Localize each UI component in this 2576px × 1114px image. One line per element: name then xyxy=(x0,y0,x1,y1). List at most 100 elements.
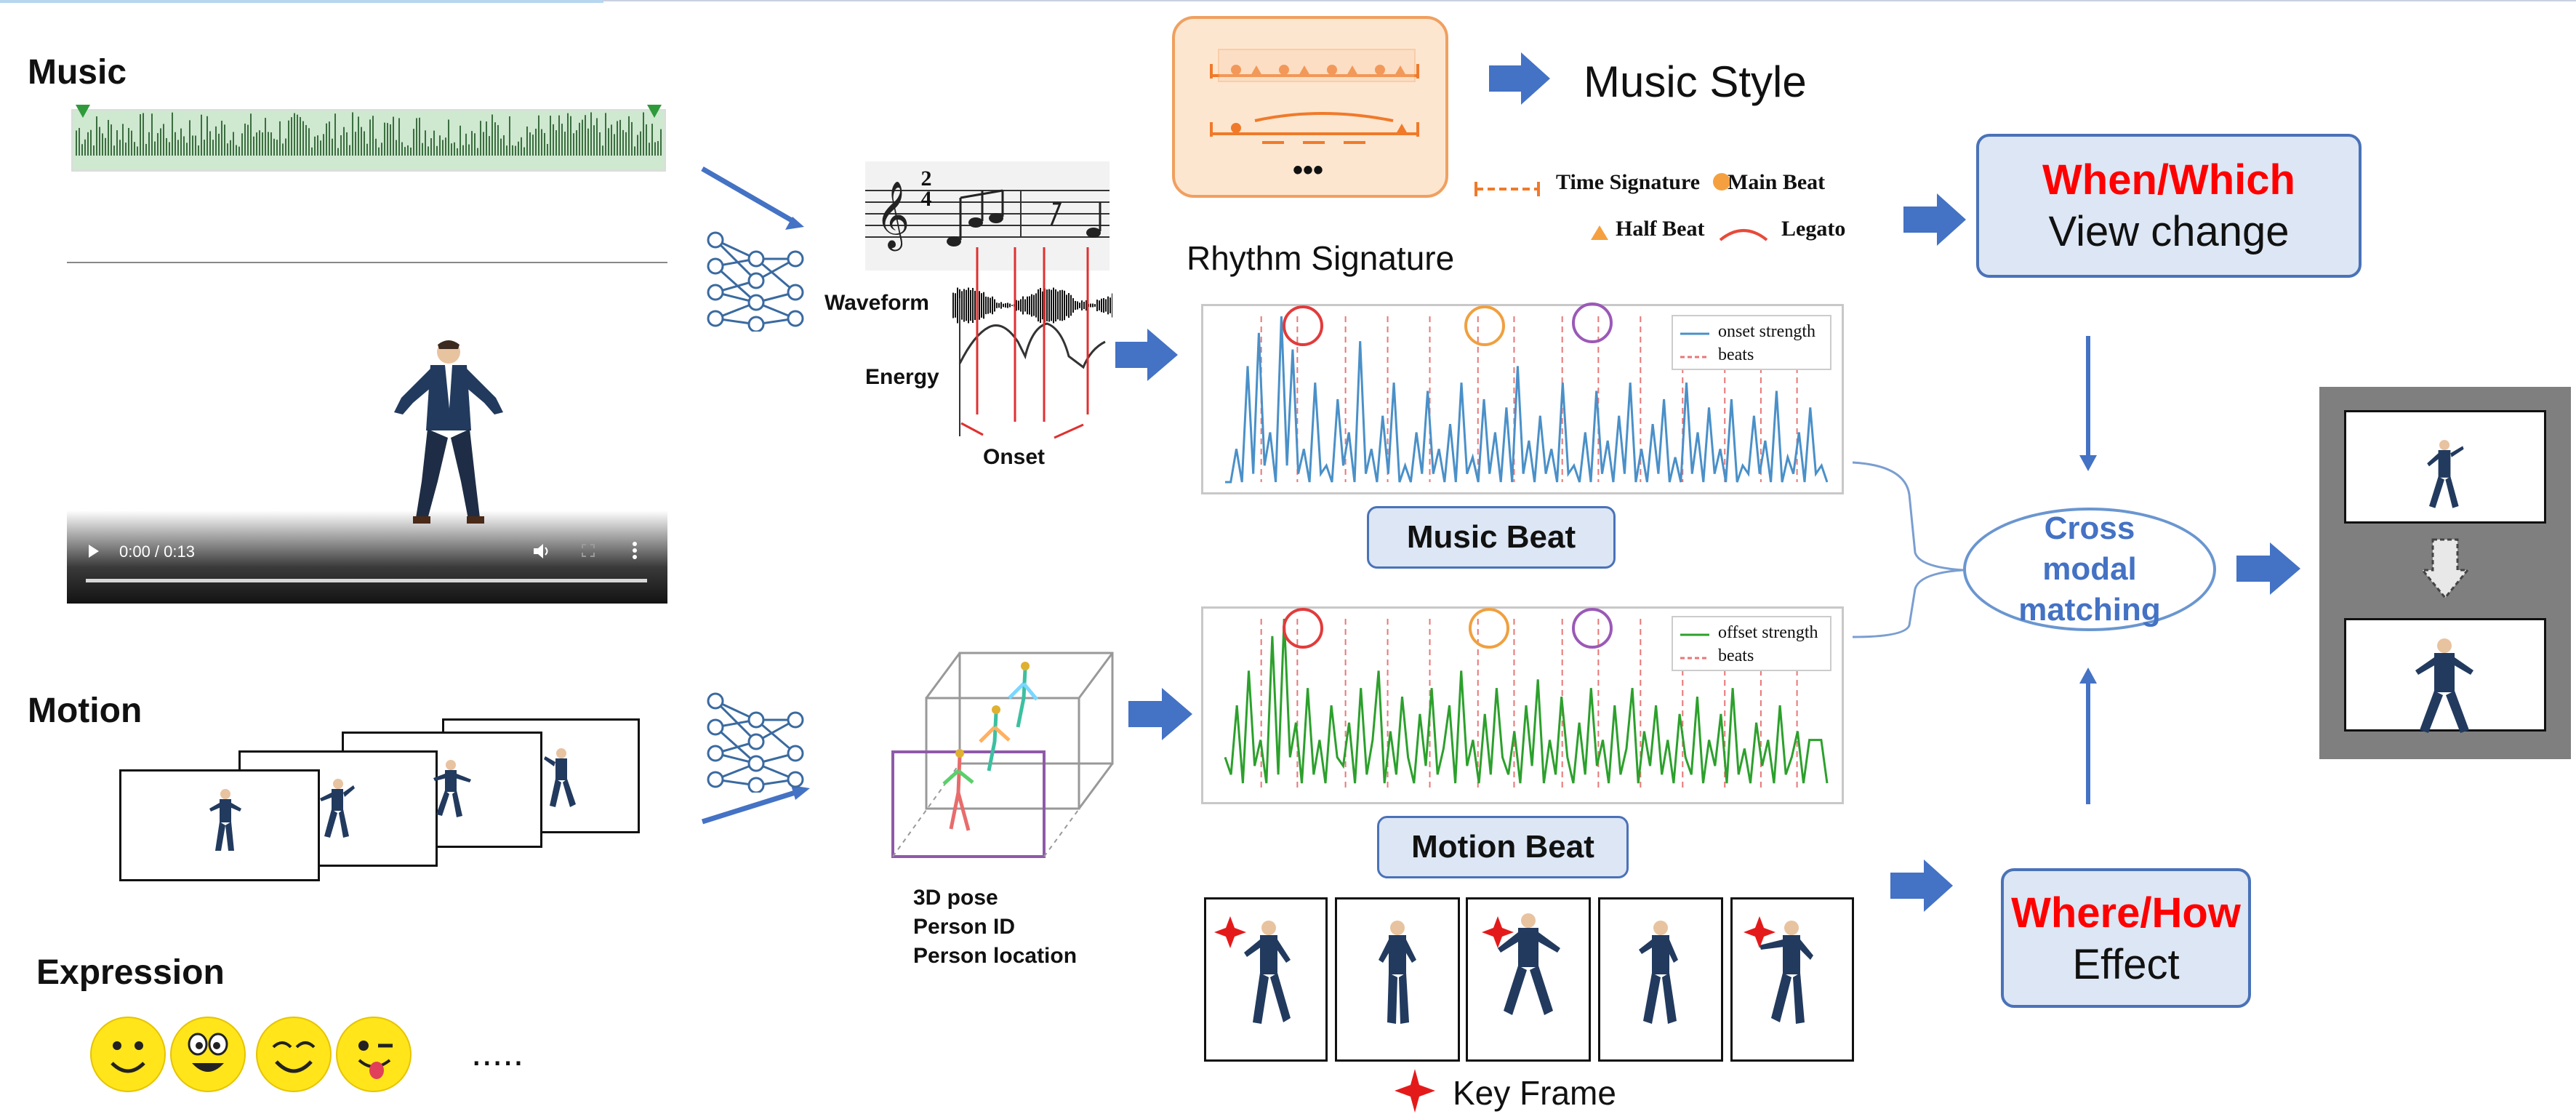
mini-waveform-bar xyxy=(970,289,971,321)
mini-waveform-bar xyxy=(1038,289,1039,322)
waveform-bar xyxy=(204,140,205,156)
pose-info-1: 3D pose xyxy=(913,886,998,910)
mini-waveform-bar xyxy=(1018,300,1019,310)
waveform-bar xyxy=(396,140,397,156)
video-bottom-gradient xyxy=(67,510,667,604)
waveform-end-marker-icon[interactable] xyxy=(647,105,662,118)
to-chart-arrows xyxy=(1115,329,1192,740)
waveform-bar xyxy=(407,145,409,156)
waveform-bar xyxy=(294,113,295,156)
cross-modal-connectors xyxy=(1852,336,2097,804)
waveform-bar xyxy=(570,116,571,156)
mini-waveform-bar xyxy=(1046,289,1048,321)
music-legend: onset strength beats xyxy=(1672,315,1831,370)
video-player[interactable]: 0:00 / 0:13 xyxy=(67,262,667,604)
mini-waveform-bar xyxy=(955,293,956,318)
waveform-bar xyxy=(521,137,522,156)
where-how-title: Where/How xyxy=(2011,889,2241,937)
cross-modal-matching-node: Cross modal matching xyxy=(1963,508,2216,631)
mini-waveform-bar xyxy=(1011,305,1013,306)
waveform-bar xyxy=(599,132,601,156)
waveform-bar xyxy=(174,132,176,156)
view-change-text: View change xyxy=(2048,208,2290,255)
waveform-bar xyxy=(547,143,548,156)
motion-label: Motion xyxy=(28,692,143,730)
waveform-bar xyxy=(230,140,231,156)
music-legend-beats: beats xyxy=(1718,345,1754,364)
waveform-bar xyxy=(538,115,539,156)
mini-waveform-bar xyxy=(1027,296,1028,315)
waveform-bar xyxy=(250,113,252,156)
waveform-bar xyxy=(352,112,353,156)
waveform-bar xyxy=(227,143,228,156)
waveform-bar xyxy=(422,143,423,156)
top-gray-line xyxy=(603,0,2576,1)
mini-waveform-bar xyxy=(1048,289,1050,322)
waveform-bar xyxy=(76,130,77,156)
volume-icon[interactable] xyxy=(532,542,551,560)
waveform-bar xyxy=(404,147,406,156)
mini-waveform-bar xyxy=(972,287,974,324)
mini-waveform-bar xyxy=(994,299,995,312)
video-progress-bar[interactable] xyxy=(86,579,647,582)
mini-waveform-bar xyxy=(1009,303,1011,308)
waveform-bar xyxy=(651,124,653,156)
dancer-figure xyxy=(394,340,503,524)
waveform-bar xyxy=(172,112,173,156)
waveform-bar xyxy=(201,114,202,156)
waveform-bar xyxy=(413,129,414,156)
motion-legend-beats: beats xyxy=(1718,646,1754,665)
waveform-bar xyxy=(640,131,641,156)
more-icon[interactable] xyxy=(633,541,637,560)
waveform-bar xyxy=(125,143,127,156)
waveform-bar xyxy=(518,141,519,156)
wide-eyes-emoji-icon xyxy=(170,1017,246,1092)
waveform-bar xyxy=(532,135,534,156)
video-time: 0:00 / 0:13 xyxy=(119,542,195,561)
mini-waveform-bar xyxy=(1062,289,1063,321)
mini-waveform-bar xyxy=(1077,301,1078,310)
waveform-bar xyxy=(410,147,412,156)
fullscreen-icon[interactable] xyxy=(582,544,595,557)
pose-info-3: Person location xyxy=(913,944,1078,968)
waveform-bar xyxy=(657,140,659,156)
waveform-bar xyxy=(189,120,190,156)
waveform-bar xyxy=(238,146,240,156)
waveform-bar xyxy=(337,148,339,156)
mini-waveform-bar xyxy=(1079,302,1080,308)
waveform-bar xyxy=(116,130,118,156)
waveform-bar xyxy=(99,127,100,156)
waveform-bar xyxy=(166,137,167,156)
waveform-bar xyxy=(576,130,577,156)
mini-waveform-bar xyxy=(979,291,980,320)
waveform-bar xyxy=(553,124,554,156)
waveform-bar xyxy=(582,119,583,156)
play-icon[interactable] xyxy=(89,545,99,558)
onset-label: Onset xyxy=(983,445,1046,469)
waveform-bar xyxy=(643,112,644,156)
waveform-bar xyxy=(253,136,254,156)
waveform-bar xyxy=(134,142,135,156)
key-frame-label: Key Frame xyxy=(1453,1074,1616,1112)
waveform-bar xyxy=(122,124,124,156)
waveform-bar xyxy=(567,113,569,156)
waveform-bar xyxy=(151,113,153,156)
waveform-bar xyxy=(314,136,316,156)
mini-waveform-bar xyxy=(963,289,965,322)
when-which-box: When/Which View change xyxy=(1976,134,2362,278)
waveform-bar xyxy=(614,134,615,156)
waveform-bar xyxy=(256,132,257,156)
mini-waveform-bar xyxy=(1103,297,1104,313)
motion-legend-series: offset strength xyxy=(1718,623,1818,642)
score-ellipsis: ••• xyxy=(1293,154,1324,186)
waveform-bar xyxy=(154,141,156,156)
waveform-bar xyxy=(131,130,132,156)
waveform-start-marker-icon[interactable] xyxy=(76,105,90,118)
audio-waveform-strip[interactable] xyxy=(71,105,666,172)
waveform-bar xyxy=(236,145,237,156)
waveform-bar xyxy=(381,143,382,156)
waveform-energy-graphic xyxy=(952,247,1112,439)
waveform-bar xyxy=(555,130,557,156)
waveform-bar xyxy=(282,143,284,156)
